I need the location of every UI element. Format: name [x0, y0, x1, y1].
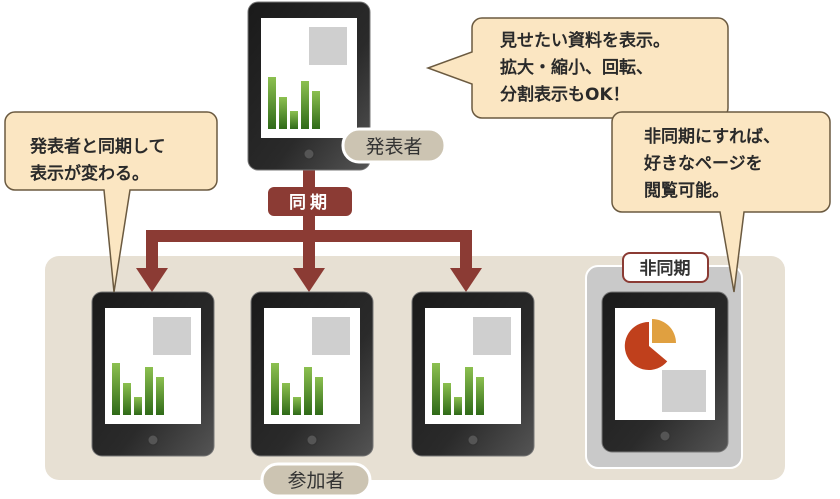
sync-label: 同期: [268, 187, 352, 216]
home-button: [467, 434, 479, 446]
async-label: 非同期: [622, 252, 709, 283]
chart-bar: [293, 397, 301, 415]
callout-sync-participant-text: 発表者と同期して 表示が変わる。: [29, 136, 171, 184]
callout-presenter-view-text: 見せたい資料を表示。 拡大・縮小、回転、 分割表示もOK！: [499, 30, 676, 105]
async-participant-tablet: [601, 291, 729, 453]
chart-bar: [304, 367, 312, 415]
async-label-text: 非同期: [640, 258, 691, 279]
chart-bar: [432, 363, 440, 415]
participant-tablet-2: [250, 291, 374, 457]
image-placeholder: [309, 27, 347, 65]
chart-bar: [454, 397, 462, 415]
chart-bar: [134, 397, 142, 415]
chart-bar: [315, 377, 323, 415]
image-placeholder: [662, 370, 706, 412]
participants-label-text: 参加者: [287, 470, 344, 492]
chart-bar: [443, 383, 451, 415]
callout-async-participant-text: 非同期にすれば、 好きなページを 閲覧可能。: [643, 126, 786, 201]
chart-bar: [465, 367, 473, 415]
home-button: [303, 148, 315, 160]
presenter-label-text: 発表者: [365, 136, 422, 158]
pie-slice: [652, 319, 676, 343]
presenter-label: 発表者: [341, 127, 447, 164]
sync-arrows: [136, 160, 482, 292]
image-placeholder: [153, 317, 191, 355]
image-placeholder: [473, 317, 511, 355]
chart-bar: [282, 383, 290, 415]
bar-chart: [268, 77, 320, 129]
image-placeholder: [312, 317, 350, 355]
bar-chart: [112, 363, 164, 415]
chart-bar: [279, 97, 287, 129]
chart-bar: [271, 363, 279, 415]
chart-bar: [290, 111, 298, 129]
callout-sync-participant: 発表者と同期して 表示が変わる。: [4, 111, 218, 293]
chart-bar: [123, 383, 131, 415]
callout-presenter-view: 見せたい資料を表示。 拡大・縮小、回転、 分割表示もOK！: [425, 17, 729, 119]
pie-slice: [624, 321, 668, 370]
participant-tablet-3: [411, 291, 535, 457]
pie-chart: [624, 319, 676, 370]
bar-chart: [271, 363, 323, 415]
home-button: [147, 434, 159, 446]
bar-chart: [432, 363, 484, 415]
home-button: [659, 430, 671, 442]
participant-tablet-1: [91, 291, 215, 457]
participants-label: 参加者: [260, 462, 372, 498]
chart-bar: [156, 377, 164, 415]
chart-bar: [268, 77, 276, 129]
chart-bar: [112, 363, 120, 415]
chart-bar: [312, 91, 320, 129]
home-button: [306, 434, 318, 446]
chart-bar: [476, 377, 484, 415]
callout-async-participant: 非同期にすれば、 好きなページを 閲覧可能。: [611, 111, 831, 293]
chart-bar: [301, 81, 309, 129]
sync-label-text: 同期: [289, 193, 331, 213]
chart-bar: [145, 367, 153, 415]
presenter-tablet: [247, 1, 371, 171]
